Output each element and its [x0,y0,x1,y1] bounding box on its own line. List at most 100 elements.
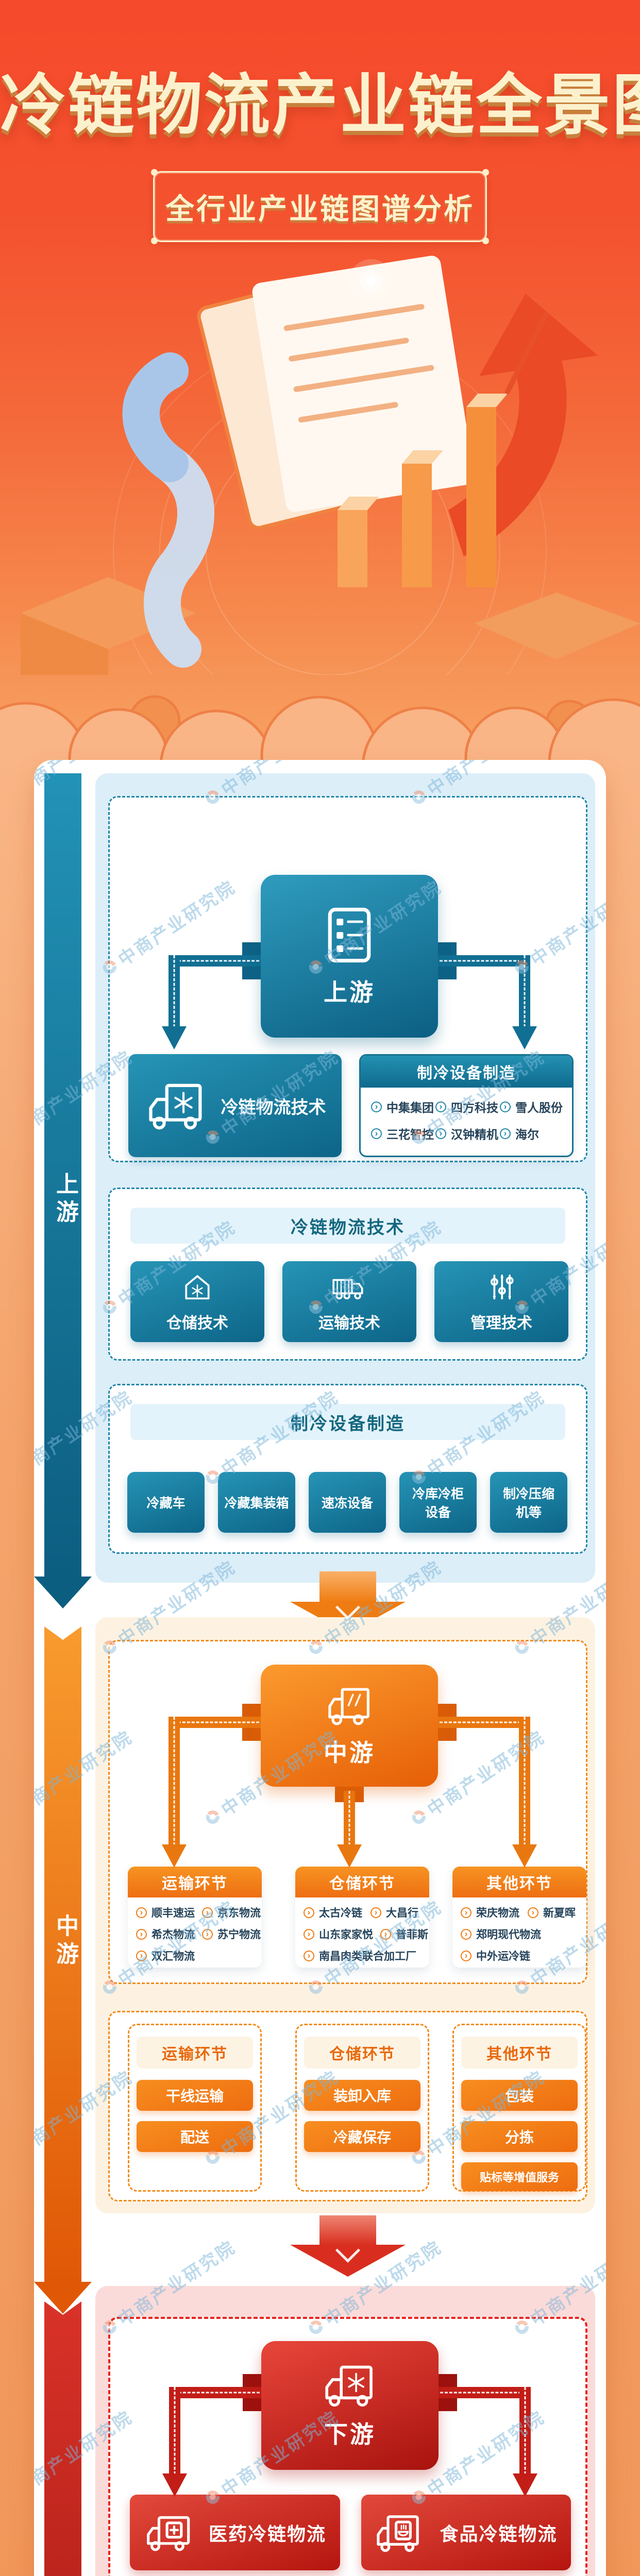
chevron-bullet-icon [435,1101,446,1112]
equipment-company-box: 制冷设备制造 中集集团 四方科技 雪人股份 三花智控 汉钟精机 海尔 [359,1054,574,1157]
company-item: 雪人股份 [500,1098,563,1115]
upstream-side-label: 上游 [53,1172,78,1228]
group-row: 希杰物流 苏宁物流 [136,1926,261,1942]
chevron-bullet-icon [435,1128,446,1139]
main-card: 上游 上游 [34,760,606,2576]
group-body: 荣庆物流 新夏晖 郑明现代物流 中外运冷链 [452,1897,586,1963]
equipment-card-label: 速冻设备 [321,1496,373,1511]
company-name: 雪人股份 [515,1101,563,1114]
company-item: 中集集团 [371,1098,435,1115]
midstream-overview-box: 中游 运输环节 顺丰速运 京东物流 希杰物流 苏宁物流 双汇物流 [108,1640,587,1984]
equipment-card-label: 冷库冷柜设备 [412,1487,464,1520]
company-name: 南昌肉类联合加工厂 [319,1951,416,1962]
company-item: 希杰物流 [136,1926,195,1942]
arrow-down-icon [162,1844,187,1868]
process-step: 冷藏保存 [304,2121,420,2152]
midstream-side-label: 中游 [53,1914,78,1970]
server-list-icon [328,907,371,963]
chevron-bullet-icon [371,1128,382,1139]
company-name: 三花智控 [386,1128,434,1141]
company-item: 新夏晖 [528,1905,576,1920]
midstream-process-box: 运输环节 干线运输 配送 仓储环节 装卸入库 冷藏保存 其他环节 包装 分拣 贴… [108,2011,587,2201]
group-row: 荣庆物流 新夏晖 [461,1905,579,1920]
page-title: 冷链物流产业链全景图 [0,69,640,142]
company-item: 普菲斯 [380,1926,428,1942]
group-row: 郑明现代物流 [461,1926,579,1942]
company-name: 大昌行 [386,1907,418,1919]
cold-warehouse-icon [185,1275,210,1299]
midstream-node-label: 中游 [324,1739,375,1766]
chevron-bullet-icon [136,1928,147,1940]
logistics-tech-card: 冷链物流技术 [128,1054,342,1157]
group-title: 运输环节 [128,1867,262,1897]
transport-truck-icon [332,1279,363,1299]
cold-chain-truck-icon [148,1083,201,1129]
upstream-node-label: 上游 [324,979,375,1006]
chevron-bullet-icon [304,1907,314,1918]
company-item: 四方科技 [435,1098,500,1115]
tech-section-title: 冷链物流技术 [130,1208,565,1244]
delivery-truck-icon [328,1687,369,1725]
equipment-card-label: 冷藏车 [146,1496,186,1511]
food-branch-card: 食品冷链物流 [361,2495,571,2570]
food-branch-label: 食品冷链物流 [440,2523,558,2545]
group-row: 太古冷链 大昌行 [304,1905,422,1920]
company-item: 荣庆物流 [461,1905,519,1920]
process-step: 干线运输 [137,2080,253,2111]
process-step: 贴标等增值服务 [461,2162,578,2191]
company-group-box: 运输环节 顺丰速运 京东物流 希杰物流 苏宁物流 双汇物流 [128,1867,262,1968]
chevron-bullet-icon [461,1950,471,1961]
company-name: 四方科技 [451,1101,498,1114]
downstream-side-ribbon [44,2301,81,2576]
chevron-bullet-icon [136,1950,147,1961]
process-column: 其他环节 包装 分拣 贴标等增值服务 [452,2024,586,2192]
chevron-bullet-icon [528,1907,538,1918]
company-name: 荣庆物流 [476,1907,519,1919]
pharma-branch-label: 医药冷链物流 [208,2523,326,2545]
equipment-company-grid: 中集集团 四方科技 雪人股份 三花智控 汉钟精机 海尔 [361,1088,572,1142]
company-item: 双汇物流 [136,1948,195,1963]
logistics-tech-section: 冷链物流技术 仓储技术 运输技术 [108,1188,587,1361]
process-column-title: 仓储环节 [304,2037,420,2069]
process-step: 装卸入库 [304,2080,420,2111]
equipment-card: 冷藏集装箱 [218,1472,295,1533]
company-item: 太古冷链 [304,1905,362,1920]
company-item: 郑明现代物流 [461,1926,541,1942]
process-column-title: 运输环节 [137,2037,253,2069]
process-step: 配送 [137,2121,253,2152]
group-title: 其他环节 [452,1867,586,1897]
company-name: 希杰物流 [151,1929,195,1941]
connector [435,955,530,967]
downstream-overview-box: 下游 医药冷链物流 [108,2317,587,2576]
company-name: 普菲斯 [396,1929,428,1941]
connector [519,955,530,1027]
connector [344,1791,355,1845]
connector [169,2387,264,2398]
process-column-title: 其他环节 [461,2037,578,2069]
group-row: 山东家家悦 普菲斯 [304,1926,428,1942]
chevron-bullet-icon [461,1907,471,1918]
chevron-bullet-icon [304,1928,314,1940]
equipment-card: 冷藏车 [127,1472,205,1533]
company-item: 汉钟精机 [435,1125,500,1142]
company-name: 新夏晖 [543,1907,576,1919]
pharma-branch-card: 医药冷链物流 [130,2495,340,2570]
company-name: 汉钟精机 [451,1128,498,1141]
connector [169,955,180,1027]
group-body: 顺丰速运 京东物流 希杰物流 苏宁物流 双汇物流 [128,1897,262,1963]
connector [169,1717,180,1845]
company-name: 双汇物流 [151,1951,195,1962]
equipment-card: 速冻设备 [309,1472,386,1533]
connector [169,955,264,967]
upstream-node: 上游 [261,875,438,1038]
hero-illustration [21,256,640,675]
logistics-tech-label: 冷链物流技术 [221,1097,326,1117]
company-item: 中外运冷链 [461,1948,530,1963]
chevron-bullet-icon [136,1907,147,1918]
process-column: 仓储环节 装卸入库 冷藏保存 [295,2024,429,2192]
process-step: 分拣 [461,2121,578,2152]
connector [169,1717,264,1728]
food-truck-icon [377,2515,419,2552]
equipment-card-label: 冷藏集装箱 [224,1496,289,1511]
